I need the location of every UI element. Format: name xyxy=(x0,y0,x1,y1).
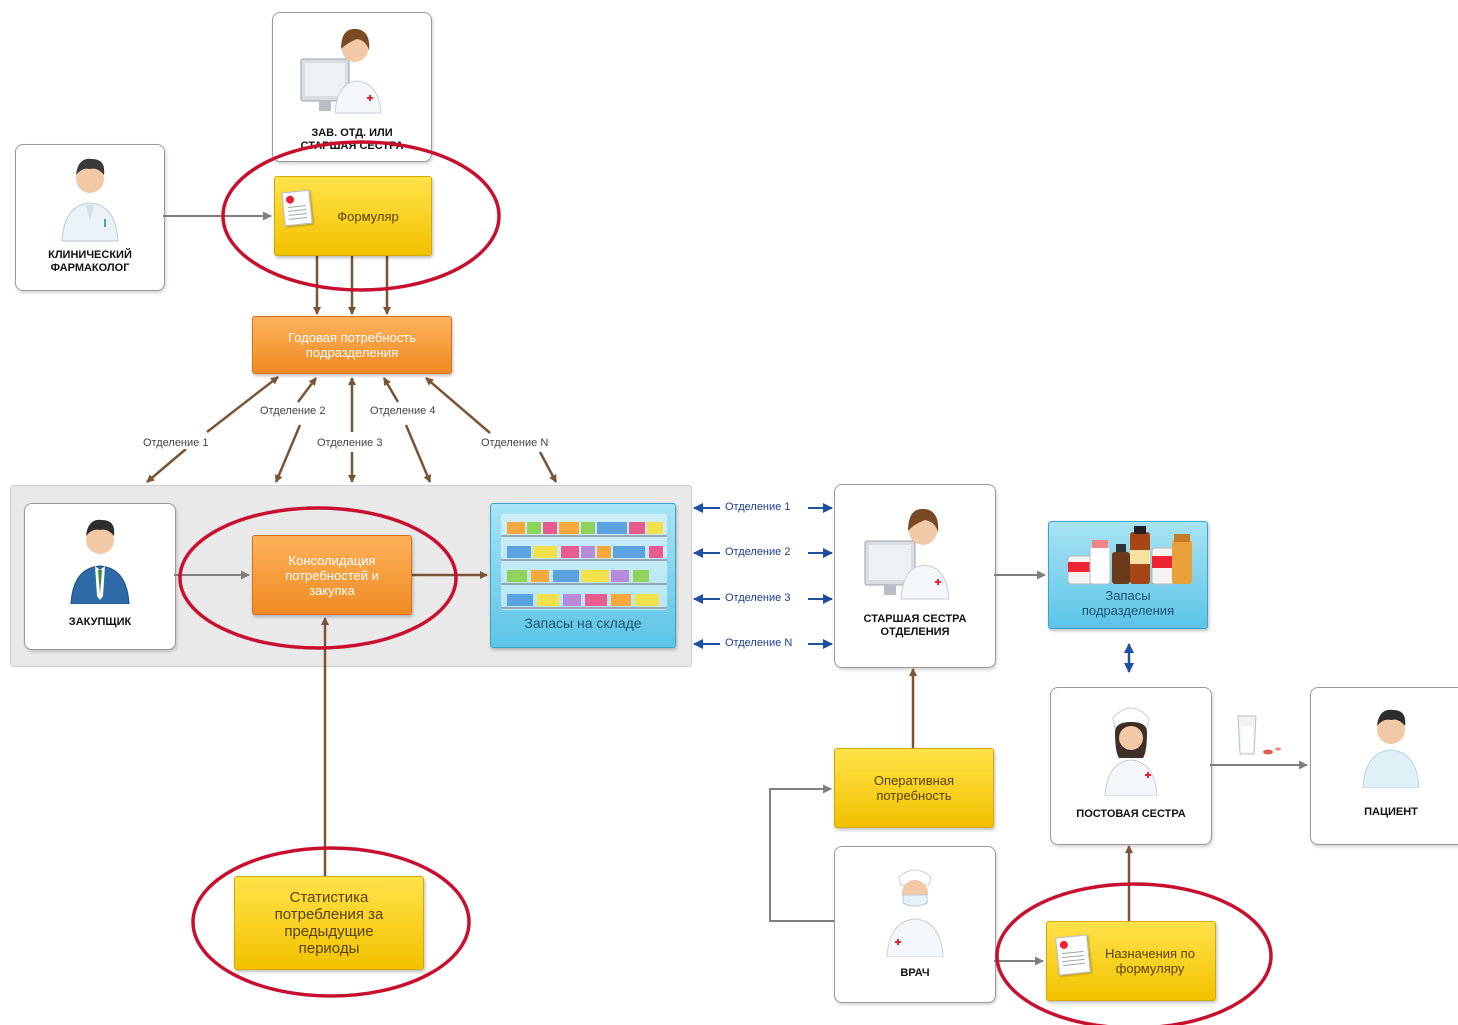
arrow-dept1-down xyxy=(146,448,187,483)
node-doctor[interactable]: ВРАЧ xyxy=(834,846,996,1003)
node-senior-nurse-label: СТАРШАЯ СЕСТРА ОТДЕЛЕНИЯ xyxy=(863,613,967,638)
dept-label-right-3: Отделение 3 xyxy=(725,592,791,604)
node-buyer[interactable]: ЗАКУПЩИК xyxy=(24,503,176,650)
dept-label-right-2: Отделение 2 xyxy=(725,546,791,558)
node-prescriptions[interactable]: Назначения по формуляру xyxy=(1046,921,1216,1001)
arrow-dept4-up xyxy=(382,377,400,403)
node-annual-need[interactable]: Годовая потребность подразделения xyxy=(252,316,452,374)
glass-pills-icon xyxy=(1237,715,1281,755)
dept-label-top-n: Отделение N xyxy=(480,437,550,449)
pharmacologist-icon xyxy=(61,158,119,242)
node-operative-need[interactable]: Оперативная потребность xyxy=(834,748,994,828)
document-icon xyxy=(1055,934,1091,976)
node-clinical-pharmacologist-label: КЛИНИЧЕСКИЙ ФАРМАКОЛОГ xyxy=(48,249,132,274)
document-icon xyxy=(281,189,313,227)
arrow-deptn-down xyxy=(538,451,558,483)
node-consolidation-label: Консолидация потребностей и закупка xyxy=(285,552,379,598)
doctor-woman-computer-icon xyxy=(864,508,950,600)
doctor-woman-computer-icon xyxy=(300,28,382,114)
arrow-dept4-down xyxy=(404,424,432,483)
node-clinical-pharmacologist[interactable]: КЛИНИЧЕСКИЙ ФАРМАКОЛОГ xyxy=(15,144,165,291)
dept-label-top-1: Отделение 1 xyxy=(142,437,210,449)
dept-label-right-n: Отделение N xyxy=(725,637,793,649)
node-consolidation[interactable]: Консолидация потребностей и закупка xyxy=(252,535,412,615)
node-patient[interactable]: ПАЦИЕНТ xyxy=(1310,687,1458,845)
node-senior-nurse[interactable]: СТАРШАЯ СЕСТРА ОТДЕЛЕНИЯ xyxy=(834,484,996,668)
node-patient-label: ПАЦИЕНТ xyxy=(1364,806,1418,818)
dept-label-right-1: Отделение 1 xyxy=(725,501,791,513)
nurse-icon xyxy=(1104,707,1158,796)
node-prescriptions-label: Назначения по формуляру xyxy=(1105,946,1195,976)
dept-label-top-3: Отделение 3 xyxy=(316,437,384,449)
node-head-nurse-top-label: ЗАВ. ОТД. ИЛИ СТАРШАЯ СЕСТРА xyxy=(300,127,404,152)
node-operative-need-label: Оперативная потребность xyxy=(873,773,955,803)
pharmacy-shelves-icon xyxy=(501,514,667,610)
dept-label-top-2: Отделение 2 xyxy=(259,405,327,417)
dept-label-top-4: Отделение 4 xyxy=(369,405,437,417)
node-formulary-label: Формуляр xyxy=(337,208,399,224)
masked-doctor-icon xyxy=(886,869,944,957)
arrow-doctor-operative xyxy=(769,784,834,922)
node-doctor-label: ВРАЧ xyxy=(900,967,930,979)
node-warehouse[interactable]: Запасы на складе xyxy=(490,503,676,648)
node-buyer-label: ЗАКУПЩИК xyxy=(68,616,132,628)
medicine-bottles-icon xyxy=(1067,526,1192,585)
buyer-icon xyxy=(70,519,130,604)
node-warehouse-label: Запасы на складе xyxy=(524,615,642,631)
node-unit-stock[interactable]: Запасы подразделения xyxy=(1048,521,1208,629)
patient-icon xyxy=(1362,709,1420,788)
node-statistics-label: Статистика потребления за предыдущие пер… xyxy=(274,889,384,957)
node-formulary[interactable]: Формуляр xyxy=(274,176,432,256)
node-statistics[interactable]: Статистика потребления за предыдущие пер… xyxy=(234,876,424,970)
node-ward-nurse[interactable]: ПОСТОВАЯ СЕСТРА xyxy=(1050,687,1212,845)
node-ward-nurse-label: ПОСТОВАЯ СЕСТРА xyxy=(1076,808,1186,820)
node-head-nurse-top[interactable]: ЗАВ. ОТД. ИЛИ СТАРШАЯ СЕСТРА xyxy=(272,12,432,162)
arrow-dept2-up xyxy=(297,377,317,403)
arrow-dept2-down xyxy=(274,424,302,483)
node-unit-stock-label: Запасы подразделения xyxy=(1081,588,1175,618)
node-annual-need-label: Годовая потребность подразделения xyxy=(288,330,416,360)
